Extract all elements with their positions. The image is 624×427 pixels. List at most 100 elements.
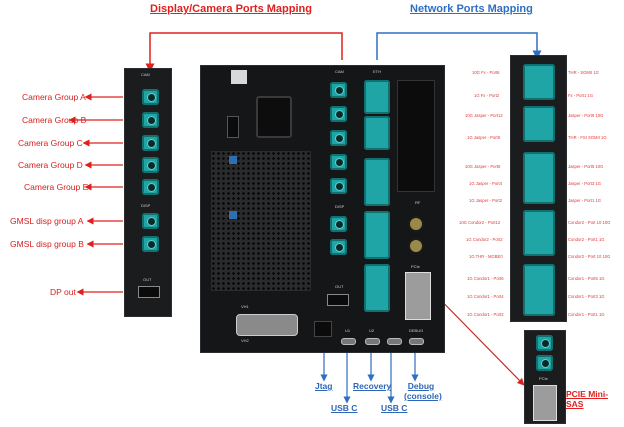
rf-connector-1 xyxy=(408,216,424,232)
eth-block-2 xyxy=(364,116,390,150)
net-block-2 xyxy=(523,106,555,142)
net-left-12: 1G Condor1 - Port2 xyxy=(467,312,504,317)
right-slot-top xyxy=(397,80,435,192)
label-pcie-mini-sas: PCIE Mini-SAS xyxy=(566,389,609,409)
disp-label: DISP xyxy=(141,203,151,208)
label-camera-group-d: Camera Group D xyxy=(18,160,83,170)
net-left-3: 1G Jasper - Port8 xyxy=(467,135,501,140)
label-debug-console: Debug (console) xyxy=(404,381,442,401)
cam-label: CAM xyxy=(141,72,150,77)
dp-out-port xyxy=(138,286,160,298)
pcie-closeup-label: PCIe xyxy=(539,376,548,381)
label-camera-group-a: Camera Group A xyxy=(22,92,86,102)
power-inlet xyxy=(256,96,292,138)
net-block-3 xyxy=(523,152,555,204)
label-recovery: Recovery xyxy=(353,381,392,391)
u1-label: U1 xyxy=(345,328,351,333)
label-gmsl-disp-group-a: GMSL disp group A xyxy=(10,216,84,226)
label-camera-group-b: Camera Group B xyxy=(22,115,87,125)
eth-block-4 xyxy=(364,211,390,259)
eth-block-3 xyxy=(364,158,390,206)
debug-label: DEBUG xyxy=(409,328,424,333)
u2-label: U2 xyxy=(369,328,375,333)
device-eth-label: ETH xyxy=(373,69,381,74)
label-usb-c-2: USB C xyxy=(381,403,408,413)
net-left-8: 1G Condor2 - Port2 xyxy=(466,237,503,242)
label-gmsl-disp-group-b: GMSL disp group B xyxy=(10,239,84,249)
device-cam-port-3 xyxy=(330,130,347,146)
usb-c-port-u2 xyxy=(365,338,380,345)
usb-c-port-debug xyxy=(409,338,424,345)
net-right-10: Condor1 - Port5 1G xyxy=(568,276,605,281)
vh-connector xyxy=(236,314,298,336)
pcie-closeup-panel: PCIe xyxy=(524,330,566,424)
net-right-8: Condor2 - Port1 1G xyxy=(568,237,605,242)
eth-block-1 xyxy=(364,80,390,114)
net-right-1: Fx - Port1 1G xyxy=(568,93,594,98)
device-cam-label: CAM xyxy=(335,69,344,74)
vh1-label: VH1 xyxy=(241,304,249,309)
vh2-label: VH2 xyxy=(241,338,249,343)
jtag-port xyxy=(314,321,332,337)
net-right-5: Jasper - Port3 1G xyxy=(568,181,602,186)
net-left-0: 10G Fx - Port6 xyxy=(472,70,500,75)
out-label: OUT xyxy=(143,277,152,282)
net-left-11: 1G Condor1 - Port4 xyxy=(467,294,504,299)
net-left-10: 1G Condor1 - Port6 xyxy=(467,276,504,281)
net-block-5 xyxy=(523,264,555,316)
net-right-0: THR - SGMII 1G xyxy=(568,70,599,75)
network-panel xyxy=(510,55,567,322)
pcie-closeup-port-2 xyxy=(536,355,553,371)
device-cam-port-1 xyxy=(330,82,347,98)
power-switch xyxy=(227,116,239,138)
device-cam-port-4 xyxy=(330,154,347,170)
device-out-label: OUT xyxy=(335,284,344,289)
network-title: Network Ports Mapping xyxy=(410,3,533,15)
camera-port-b xyxy=(142,112,159,128)
net-block-4 xyxy=(523,210,555,256)
display-camera-title: Display/Camera Ports Mapping xyxy=(150,3,312,15)
camera-port-c xyxy=(142,135,159,151)
net-left-5: 1G Jasper - Port4 xyxy=(469,181,503,186)
pcie-closeup-slot xyxy=(533,385,557,421)
pcie-closeup-port-1 xyxy=(536,335,553,351)
label-dp-out: DP out xyxy=(50,287,76,297)
vent-grille xyxy=(211,151,311,291)
net-left-6: 1G Jasper - Port2 xyxy=(469,198,503,203)
net-left-2: 10G Jasper - Port12 xyxy=(465,113,503,118)
camera-port-e xyxy=(142,179,159,195)
net-left-9: 1G THR - MGBE0 xyxy=(469,254,503,259)
net-right-11: Condor1 - Port3 1G xyxy=(568,294,605,299)
net-right-9: Condor2 - Port 10 10G xyxy=(568,254,611,259)
device-rf-label: RF xyxy=(415,200,421,205)
device-disp-port-2 xyxy=(330,239,347,255)
device-dp-port xyxy=(327,294,349,306)
net-right-4: Jasper - Port5 10G xyxy=(568,164,604,169)
pcie-port xyxy=(405,272,431,320)
net-block-1 xyxy=(523,64,555,100)
net-right-3: THR - FSI SGMII 1G xyxy=(568,135,607,140)
camera-panel: CAM DISP OUT xyxy=(124,68,172,317)
net-right-6: Jasper - Port1 1G xyxy=(568,198,602,203)
status-led-2 xyxy=(229,211,237,219)
usb-c-port-recovery xyxy=(387,338,402,345)
net-left-1: 1G Fx - Port2 xyxy=(474,93,500,98)
camera-port-a xyxy=(142,89,159,105)
serial-sticker xyxy=(231,70,247,84)
status-led-1 xyxy=(229,156,237,164)
label-camera-group-e: Camera Group E xyxy=(24,182,89,192)
device-cam-port-2 xyxy=(330,106,347,122)
usb-c-port-u1 xyxy=(341,338,356,345)
net-left-7: 10G Condor2 - Port12 xyxy=(459,220,501,225)
device-disp-port-1 xyxy=(330,216,347,232)
net-right-7: Condor2 - Port 10 10G xyxy=(568,220,611,225)
net-right-12: Condor1 - Port1 1G xyxy=(568,312,605,317)
device-pcie-label: PCIe xyxy=(411,264,420,269)
gmsl-port-b xyxy=(142,236,159,252)
rf-connector-2 xyxy=(408,238,424,254)
net-left-4: 10G Jasper - Port6 xyxy=(465,164,501,169)
gmsl-port-a xyxy=(142,213,159,229)
eth-block-5 xyxy=(364,264,390,312)
device-cam-port-5 xyxy=(330,178,347,194)
net-right-2: Jasper - Port9 10G xyxy=(568,113,604,118)
